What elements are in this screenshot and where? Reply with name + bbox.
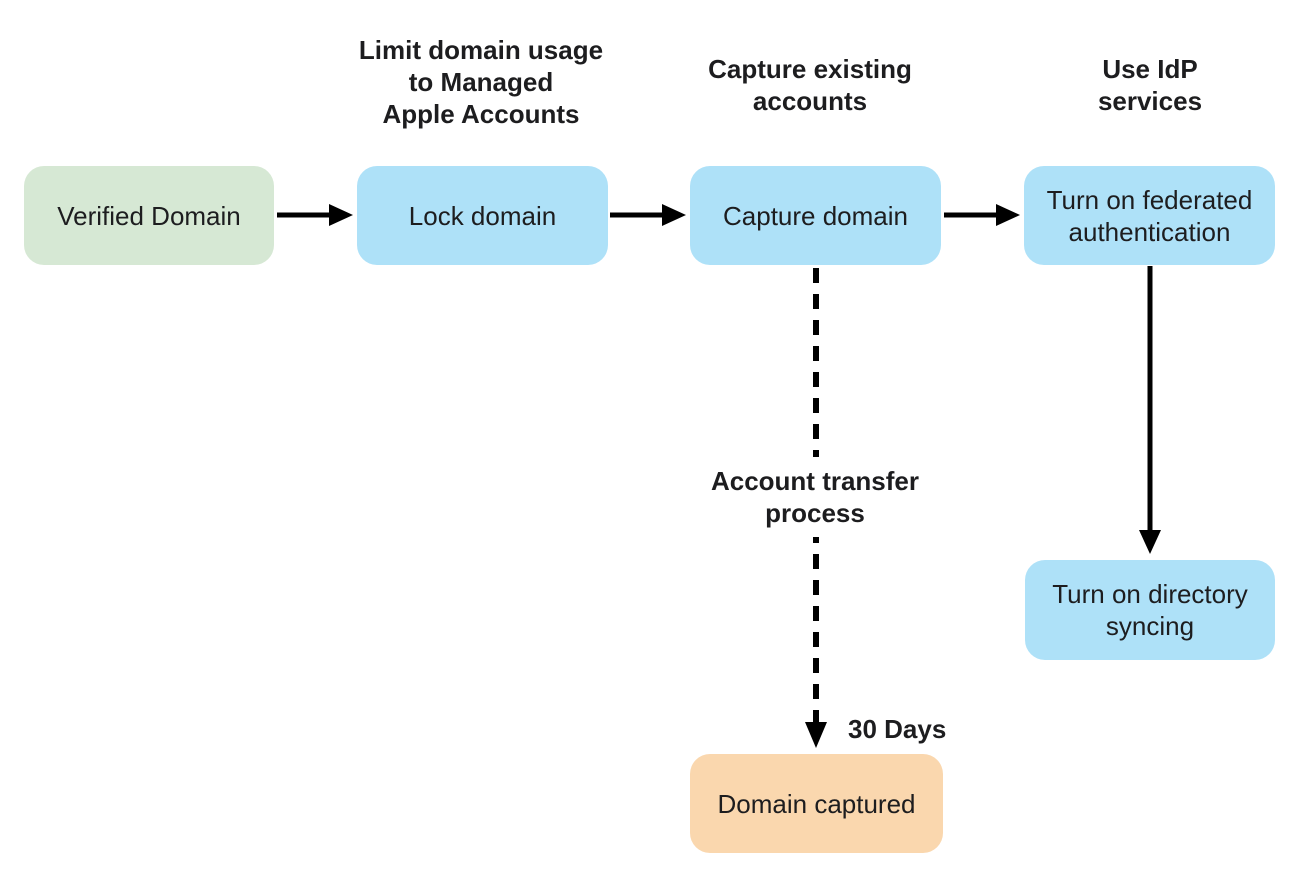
arrow-federated-to-directory: [1139, 266, 1161, 554]
arrow-verified-to-lock: [277, 204, 353, 226]
node-verified-domain: Verified Domain: [24, 166, 274, 265]
node-directory-syncing-label: Turn on directory syncing: [1052, 579, 1248, 641]
node-federated-authentication-label: Turn on federated authentication: [1046, 184, 1253, 247]
note-use-idp-services: Use IdP services: [1097, 54, 1203, 116]
note-capture-existing-accounts: Capture existing accounts: [708, 54, 912, 116]
node-directory-syncing: Turn on directory syncing: [1025, 560, 1275, 660]
arrow-capture-to-federated: [944, 204, 1020, 226]
node-verified-domain-label: Verified Domain: [57, 200, 241, 231]
node-lock-domain: Lock domain: [357, 166, 608, 265]
node-domain-captured-label: Domain captured: [717, 788, 916, 819]
arrow-capture-to-captured-dashed: [805, 268, 827, 748]
node-capture-domain: Capture domain: [690, 166, 941, 265]
note-lock-domain: Limit domain usage to Managed Apple Acco…: [358, 35, 604, 129]
node-capture-domain-label: Capture domain: [723, 200, 908, 231]
node-federated-authentication: Turn on federated authentication: [1024, 166, 1275, 265]
node-domain-captured: Domain captured: [690, 754, 943, 853]
note-30-days: 30 Days: [848, 714, 947, 744]
arrow-lock-to-capture: [610, 204, 686, 226]
node-lock-domain-label: Lock domain: [408, 200, 557, 231]
note-account-transfer-process: Account transfer process: [695, 457, 935, 537]
